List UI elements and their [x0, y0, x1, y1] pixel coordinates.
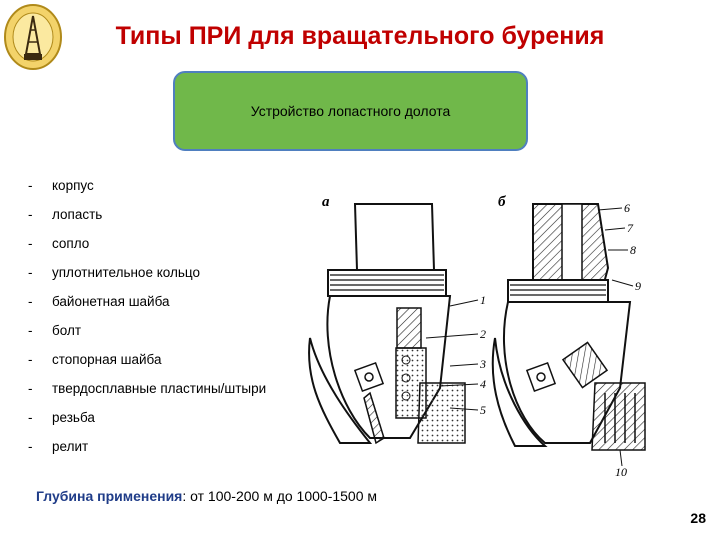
parts-list: -корпус -лопасть -сопло -уплотнительное …: [28, 178, 266, 468]
list-item-label: стопорная шайба: [52, 352, 162, 367]
callout-7: 7: [627, 221, 634, 235]
callout-9: 9: [635, 279, 641, 293]
list-item: -уплотнительное кольцо: [28, 265, 200, 280]
application-depth: Глубина применения: от 100-200 м до 1000…: [36, 488, 377, 504]
list-item: -байонетная шайба: [28, 294, 170, 309]
depth-value: : от 100-200 м до 1000-1500 м: [182, 488, 378, 504]
list-item: -лопасть: [28, 207, 103, 222]
list-item: -резьба: [28, 410, 95, 425]
list-item: -болт: [28, 323, 82, 338]
panel-b-label: б: [498, 194, 506, 210]
list-item-label: резьба: [52, 410, 95, 425]
list-item: -стопорная шайба: [28, 352, 162, 367]
callout-8: 8: [630, 243, 636, 257]
list-item-label: релит: [52, 439, 89, 454]
university-emblem-icon: [2, 2, 64, 72]
list-item-label: сопло: [52, 236, 90, 251]
topic-box: Устройство лопастного долота: [173, 71, 528, 151]
list-item-label: уплотнительное кольцо: [52, 265, 200, 280]
list-item: -сопло: [28, 236, 90, 251]
list-item-label: болт: [52, 323, 82, 338]
page-number: 28: [690, 510, 706, 526]
callout-6: 6: [624, 201, 630, 215]
list-item: -релит: [28, 439, 89, 454]
blade-bit-drawing: а б 1 2 3 4: [308, 194, 646, 478]
slide-title: Типы ПРИ для вращательного бурения: [115, 22, 605, 50]
callout-2: 2: [480, 327, 486, 341]
callout-4: 4: [480, 377, 486, 391]
callout-5: 5: [480, 403, 486, 417]
list-item: -твердосплавные пластины/штыри: [28, 381, 267, 396]
list-item: -корпус: [28, 178, 94, 193]
list-item-label: байонетная шайба: [52, 294, 170, 309]
callout-3: 3: [479, 357, 486, 371]
topic-label: Устройство лопастного долота: [250, 103, 451, 119]
panel-a-label: а: [322, 194, 330, 210]
callout-10: 10: [615, 465, 627, 478]
list-item-label: твердосплавные пластины/штыри: [52, 381, 267, 396]
list-item-label: лопасть: [52, 207, 103, 222]
list-item-label: корпус: [52, 178, 94, 193]
callout-1: 1: [480, 293, 486, 307]
depth-label: Глубина применения: [36, 488, 183, 504]
